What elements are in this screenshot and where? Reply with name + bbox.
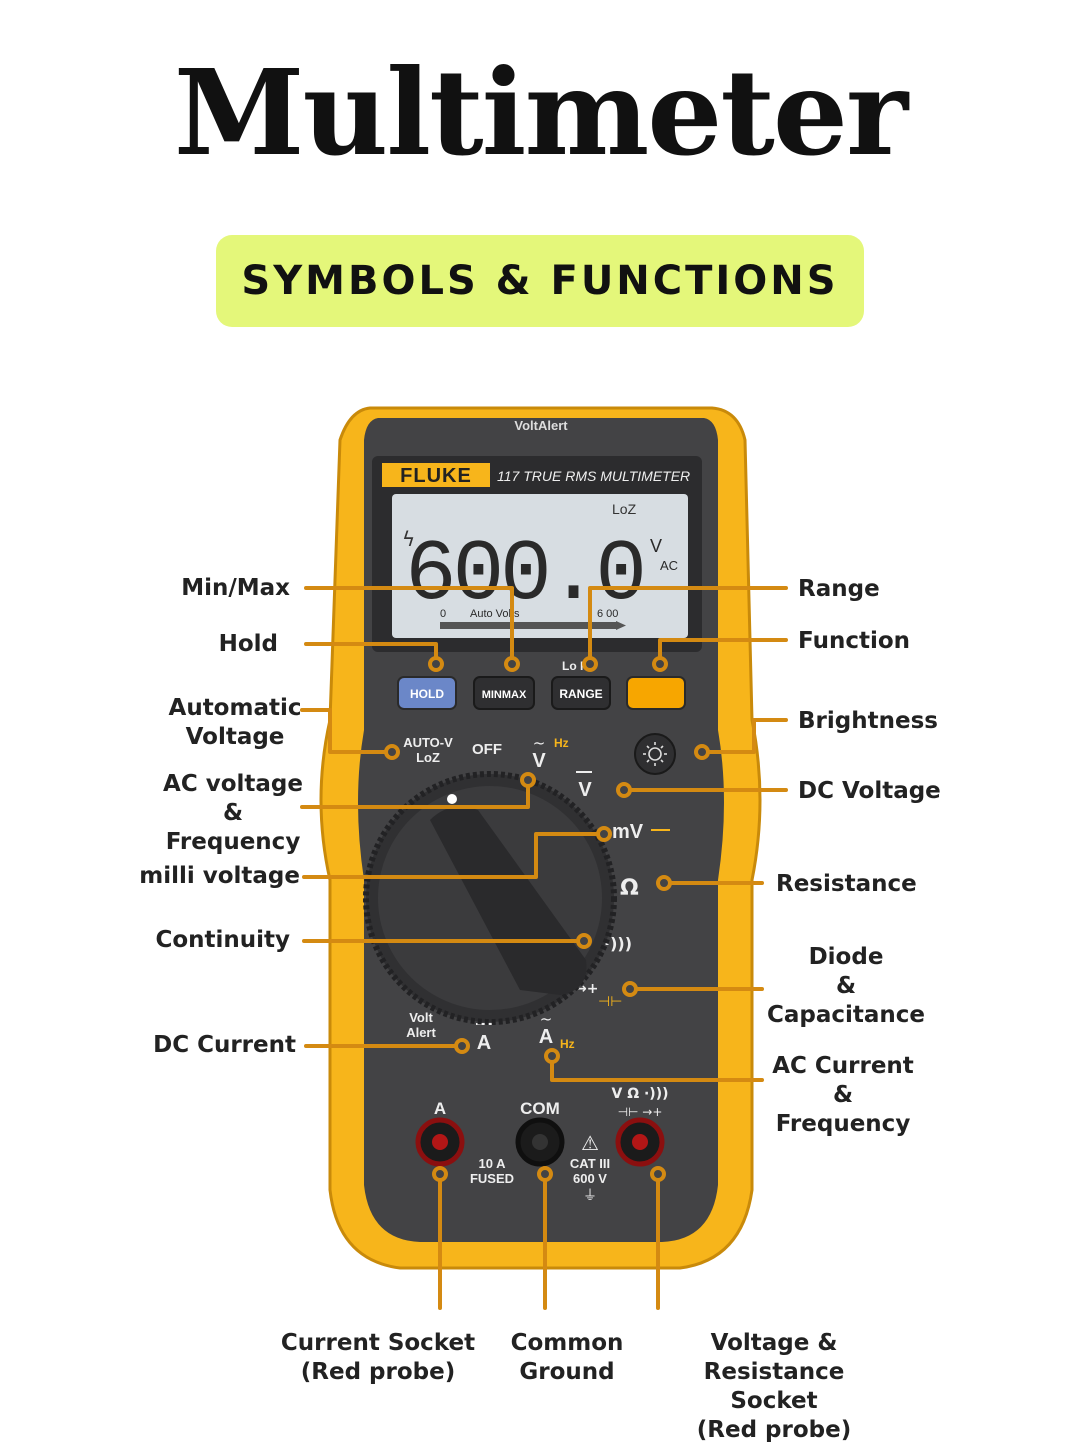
jack-v-ohm-center [632,1134,648,1150]
leader-ac-voltage [300,782,530,809]
label-current-socket: Current Socket (Red probe) [280,1330,476,1385]
lcd-unit-ac: AC [660,558,678,573]
lcd-bargraph [440,622,616,629]
lcd-scale-left: 0 [440,608,446,620]
subtitle-text: SYMBOLS & FUNCTIONS [241,258,839,304]
brightness-button[interactable] [634,733,676,775]
warning-icon: ⚠ [581,1131,599,1155]
jack-v-ohm-label: V Ω ·))) [612,1086,669,1102]
model-text: 117 TRUE RMS MULTIMETER [497,468,690,484]
dial-auto-v: AUTO-V [403,735,453,750]
dial-off: OFF [472,741,502,758]
lcd-scale-mid: Auto Volts [470,608,520,620]
lcd-unit-v: V [650,536,662,556]
lcd-scale-right: 6 00 [597,608,618,620]
leader-min-max [304,586,514,666]
fluke-logo: FLUKE [400,465,472,487]
label-ac-voltage-frequency: AC voltage & Frequency [163,771,303,855]
label-dc-current: DC Current [153,1032,296,1058]
leader-range [588,586,788,666]
dial-continuity: ·))) [604,934,632,953]
dial-ohm: Ω [620,876,639,901]
dial-volt-alert-1: Volt [409,1010,433,1025]
label-milli-voltage: milli voltage [139,863,300,889]
dial-loz: LoZ [416,750,440,765]
jack-a-label: A [434,1099,446,1118]
subtitle-badge: SYMBOLS & FUNCTIONS [216,235,864,327]
dial-a-ac: A [539,1026,553,1048]
dial-a-dc: A [477,1032,491,1054]
dial-mv: mV [612,821,644,843]
leader-brightness [704,718,788,754]
label-range: Range [798,576,880,602]
lcd-loz: LoZ [612,501,637,517]
label-common-ground: Common Ground [510,1330,624,1385]
label-brightness: Brightness [798,708,938,734]
dial-volt-alert-2: Alert [406,1025,436,1040]
lcd-lightning-icon: ϟ [402,527,415,551]
dial-hz: Hz [554,736,569,750]
label-voltage-resistance-socket: Voltage & Resistance Socket (Red probe) [696,1330,852,1443]
cat-label-1: CAT III [570,1156,610,1171]
label-hold: Hold [218,631,278,657]
label-ac-current-frequency: AC Current & Frequency [772,1053,914,1137]
label-resistance: Resistance [776,871,917,897]
page-title: Multimeter [173,43,908,182]
function-button[interactable] [626,676,686,710]
range-button-label: RANGE [559,687,602,701]
dial-a-hz: Hz [560,1037,575,1051]
jack-com-label: COM [520,1099,560,1118]
dial-a-ac-tilde: ~ [540,1010,553,1028]
jack-v-ohm-symbols: ⊣⊢ →+ [618,1105,663,1119]
lcd-reading: 600.0 [405,526,643,624]
volt-alert-top-label: VoltAlert [514,418,568,433]
minmax-button[interactable] [473,676,535,710]
label-dc-voltage: DC Voltage [798,778,941,804]
lcd-screen [392,494,688,638]
fused-label-2: FUSED [470,1171,514,1186]
rotary-dial-pointer [430,806,587,995]
dial-ac-tilde: ~ [533,734,546,752]
lcd-bargraph-arrow [616,621,626,630]
dial-indicator-dot [447,794,457,804]
label-min-max: Min/Max [181,575,290,601]
ground-icon: ⏚ [583,1188,597,1204]
label-diode-capacitance: Diode & Capacitance [766,944,926,1028]
leader-endpoints [384,656,710,1182]
dial-v-ac: V [532,750,546,772]
dial-v-dc: V [578,779,592,801]
hold-button[interactable] [397,676,457,710]
leader-ac-current [550,1058,764,1082]
leader-automatic-voltage [300,708,390,754]
minmax-button-label: MINMAX [482,689,527,701]
fused-label-1: 10 A [479,1156,507,1171]
sun-icon [643,742,667,766]
cat-label-2: 600 V [573,1171,607,1186]
label-continuity: Continuity [155,927,290,953]
fluke-logo-box [382,463,490,487]
jack-a-center [432,1134,448,1150]
label-automatic-voltage: Automatic Voltage [168,695,302,750]
leader-milli-voltage [302,832,600,879]
jack-com-center [532,1134,548,1150]
capacitor-icon: ⊣⊢ [598,994,622,1010]
hold-button-label: HOLD [410,687,444,701]
label-function: Function [798,628,911,654]
range-button[interactable] [551,676,611,710]
